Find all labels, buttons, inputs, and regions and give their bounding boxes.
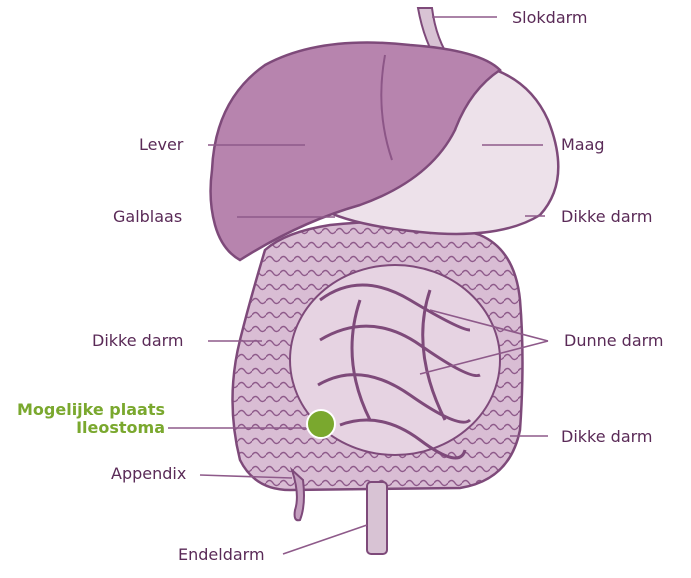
label-dunne-darm: Dunne darm: [564, 332, 664, 350]
label-appendix: Appendix: [111, 465, 186, 483]
label-ileostoma-line2: Ileostoma: [17, 419, 165, 437]
label-lever: Lever: [139, 136, 183, 154]
label-ileostoma-line1: Mogelijke plaats: [17, 401, 165, 419]
label-slokdarm: Slokdarm: [512, 9, 588, 27]
ileostoma-marker: [307, 410, 335, 438]
label-dikke-darm-right: Dikke darm: [561, 428, 653, 446]
rectum-shape: [367, 482, 387, 554]
label-dikke-darm-left: Dikke darm: [92, 332, 184, 350]
label-ileostoma: Mogelijke plaats Ileostoma: [17, 401, 165, 437]
label-endeldarm: Endeldarm: [178, 546, 265, 564]
label-galblaas: Galblaas: [113, 208, 182, 226]
label-maag: Maag: [561, 136, 605, 154]
label-dikke-darm-top: Dikke darm: [561, 208, 653, 226]
